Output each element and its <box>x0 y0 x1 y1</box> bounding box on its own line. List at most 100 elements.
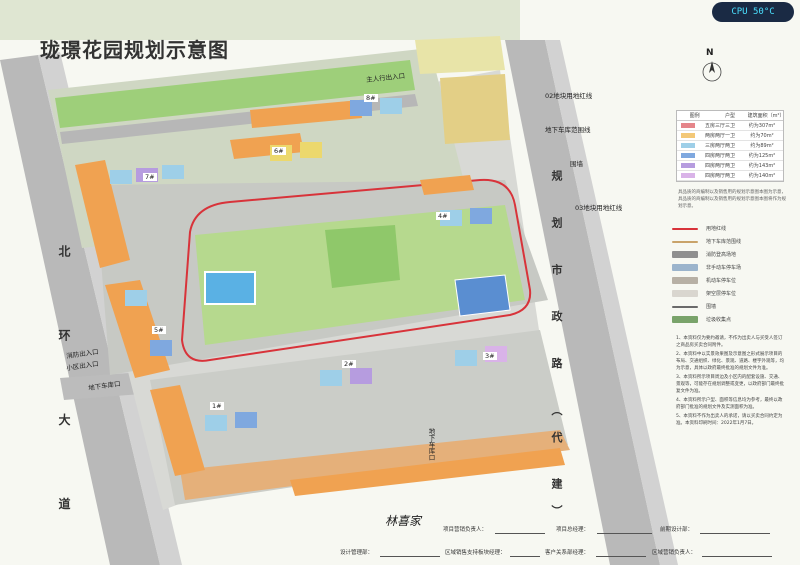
regional-head-label: 区域营销负责人： <box>652 550 697 556</box>
building-label: 7# <box>143 173 157 181</box>
legend-header-cell: 图例 <box>689 113 700 119</box>
line-03-label: 03地块用地红线 <box>575 204 623 212</box>
disclaimer-notes: 1、本资料仅为要约邀请，不作为出卖人与买受人签订之商品房买卖合同附件。 2、本资… <box>676 336 786 430</box>
key-swatch <box>672 251 698 258</box>
legend-row: 四房两厅两卫 约为140m² <box>677 171 783 181</box>
key-label: 垃圾收集点 <box>706 317 732 323</box>
inner-ring-road <box>180 178 532 362</box>
signature-line <box>380 556 440 557</box>
key-item: 垃圾收集点 <box>672 313 787 326</box>
line-02-label: 02地块用地红线 <box>545 92 593 100</box>
signature-line <box>596 556 646 557</box>
north-ring-road-label: 北 环 大 道 <box>57 245 71 544</box>
note-item: 2、本资料中以实景效果图及示意图之形式展示项目的布局、交通组织、绿化、景观、道路… <box>676 351 784 371</box>
key-label: 非手动车停车场 <box>706 265 742 271</box>
key-item: 用地红线 <box>672 222 787 235</box>
signature-line <box>700 533 770 534</box>
legend-row: 两房两厅一卫 约为70m² <box>677 131 783 141</box>
sales-lead-label: 项目营销负责人： <box>443 527 488 533</box>
handwritten-signature: 林喜家 <box>385 514 422 528</box>
sports-court <box>454 274 511 317</box>
key-swatch <box>672 227 698 230</box>
legend-swatch <box>681 173 695 178</box>
legend-area: 约为70m² <box>750 133 774 139</box>
map-key: 用地红线 地下车库范围线 消防登高场地 非手动车停车场 机动车停车位 架空层停车… <box>672 222 787 326</box>
key-swatch <box>672 305 698 308</box>
building-label: 2# <box>342 360 356 368</box>
legend-header-cell: 户型 <box>724 113 735 119</box>
key-label: 机动车停车位 <box>706 278 737 284</box>
legend-row: 五房三厅三卫 约为307m² <box>677 121 783 131</box>
legend-type: 四房两厅两卫 <box>704 163 735 169</box>
page-title: 珑璟花园规划示意图 <box>40 38 229 62</box>
legend-type: 两房两厅一卫 <box>704 133 735 139</box>
key-label: 用地红线 <box>706 226 727 232</box>
key-item: 地下车库范围线 <box>672 235 787 248</box>
legend-header-cell: 建筑面积（m²） <box>747 113 783 119</box>
regional-sales-label: 区域销售支持板块经理： <box>445 550 506 556</box>
legend-area: 约为143m² <box>748 163 776 169</box>
key-item: 非手动车停车场 <box>672 261 787 274</box>
cpu-temperature-badge: CPU 50°C <box>712 2 794 22</box>
legend-area: 约为307m² <box>748 123 776 129</box>
legend-row: 四房两厅两卫 约为125m² <box>677 151 783 161</box>
legend-area: 约为140m² <box>748 173 776 179</box>
key-swatch <box>672 264 698 271</box>
legend-swatch <box>681 143 695 148</box>
note-item: 1、本资料仅为要约邀请，不作为出卖人与买受人签订之商品房买卖合同附件。 <box>676 336 783 348</box>
basement-line-label: 地下车库范围线 <box>545 126 591 134</box>
key-swatch <box>672 277 698 284</box>
underground-entrance-label: 地下车库口 <box>427 428 435 461</box>
key-swatch <box>672 240 698 243</box>
legend-swatch <box>681 163 695 168</box>
building-label: 1# <box>210 402 224 410</box>
legend-note: 具品质的商编制以及销售用的规划示意图本图为示意，具品质的商编制以及销售用的规划示… <box>678 190 786 209</box>
building-label: 6# <box>272 147 286 155</box>
legend-row: 三房两厅两卫 约为89m² <box>677 141 783 151</box>
key-label: 消防登高场地 <box>706 252 737 258</box>
planning-road <box>505 40 660 565</box>
building-label: 8# <box>364 94 378 102</box>
legend-swatch <box>681 153 695 158</box>
signature-line <box>702 556 772 557</box>
legend-type: 四房两厅两卫 <box>704 173 735 179</box>
legend-header: 图例 户型 建筑面积（m²） <box>677 111 783 121</box>
unit-type-legend: 图例 户型 建筑面积（m²） 五房三厅三卫 约为307m² 两房两厅一卫 约为70m… <box>676 110 784 182</box>
signature-line <box>510 556 540 557</box>
planning-road-label: 规 划 市 政 路 （代 建） <box>550 170 563 532</box>
key-label: 围墙 <box>706 304 717 310</box>
legend-type: 四房两厅两卫 <box>704 153 735 159</box>
legend-type: 五房三厅三卫 <box>704 123 735 129</box>
key-item: 机动车停车位 <box>672 274 787 287</box>
key-item: 消防登高场地 <box>672 248 787 261</box>
design-manager-label: 设计管理部： <box>340 550 374 556</box>
customer-relations-label: 客户关系部经理： <box>545 550 590 556</box>
key-label: 架空层停车位 <box>706 291 737 297</box>
signature-line <box>597 533 652 534</box>
legend-swatch <box>681 123 695 128</box>
legend-type: 三房两厅两卫 <box>704 143 735 149</box>
note-item: 4、本资料所示户型、面积等信息均为参考，最终以政府部门批准的规划文件及实测面积为… <box>676 397 783 410</box>
north-arrow-icon <box>702 61 722 82</box>
legend-swatch <box>681 133 695 138</box>
key-item: 围墙 <box>672 300 787 313</box>
design-lead-label: 前期设计部： <box>660 527 694 533</box>
compass-label: N <box>706 48 714 58</box>
legend-area: 约为89m² <box>750 143 774 149</box>
note-item: 3、本资料所示项目周边及小区内的配套设施、交通、景观等，可能存在规划调整或变更，… <box>676 374 784 394</box>
wall-label: 围墙 <box>570 160 583 168</box>
note-item: 5、本资料不作为出卖人的承诺，请以买卖合同约定为准。本资料印刷时间：2022年1… <box>676 413 783 426</box>
signature-line <box>495 533 545 534</box>
swimming-pool <box>204 271 256 305</box>
north-ring-road <box>0 55 160 565</box>
legend-row: 四房两厅两卫 约为143m² <box>677 161 783 171</box>
building-label: 3# <box>483 352 497 360</box>
key-swatch <box>672 316 698 323</box>
key-item: 架空层停车位 <box>672 287 787 300</box>
building-label: 5# <box>152 326 166 334</box>
project-manager-label: 项目总经理： <box>556 527 590 533</box>
legend-area: 约为125m² <box>748 153 776 159</box>
key-label: 地下车库范围线 <box>706 239 742 245</box>
